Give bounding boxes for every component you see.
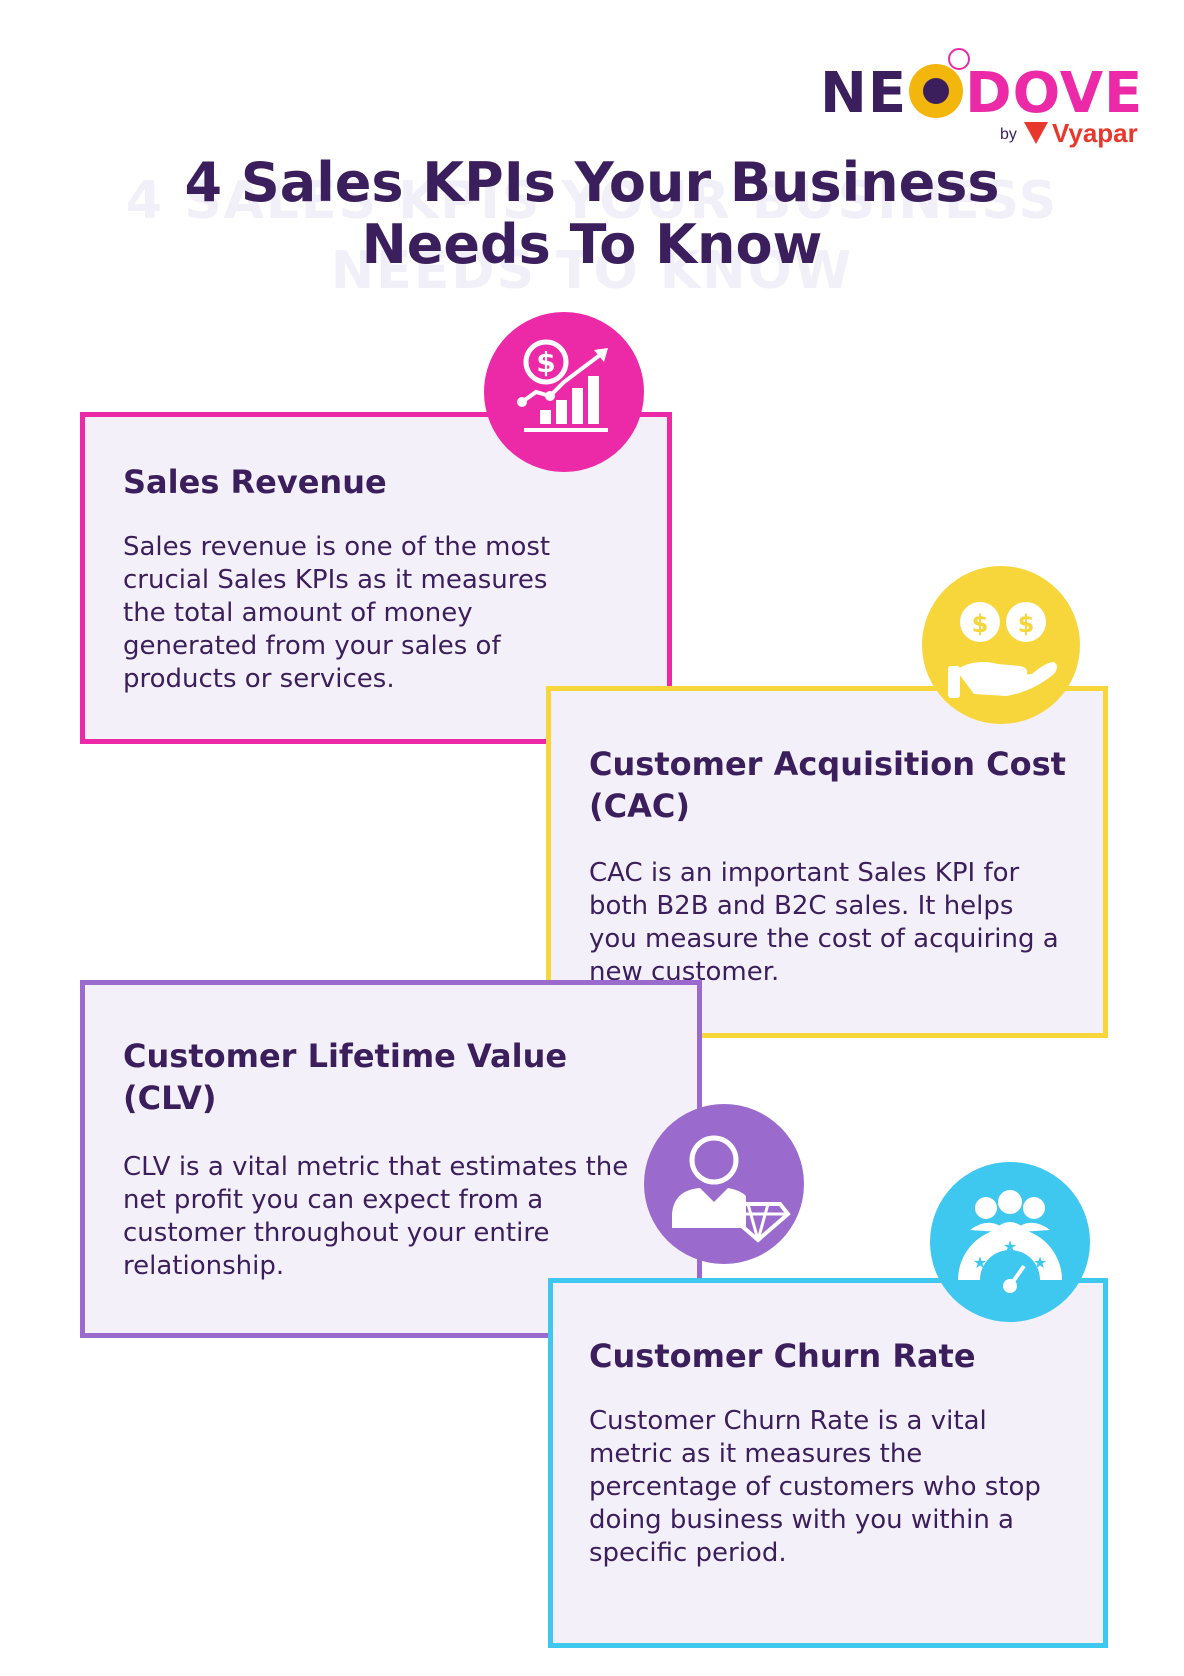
title-watermark: 4 Sales KPIs Your Business Needs To Know — [125, 171, 1059, 301]
coins-in-hand-icon: $ $ — [922, 566, 1080, 724]
svg-text:★: ★ — [1003, 1237, 1017, 1256]
kpi-description: CAC is an important Sales KPI for both B… — [589, 858, 1059, 987]
kpi-title: Customer Acquisition Cost (CAC) — [589, 745, 1066, 825]
kpi-title: Customer Lifetime Value (CLV) — [123, 1037, 568, 1117]
customer-rating-gauge-icon: ★ ★ ★ — [930, 1162, 1090, 1322]
customer-diamond-icon — [644, 1104, 804, 1264]
svg-text:★: ★ — [1033, 1253, 1047, 1272]
svg-text:$: $ — [1018, 610, 1035, 638]
svg-text:★: ★ — [973, 1253, 987, 1272]
kpi-title: Sales Revenue — [123, 463, 387, 501]
kpi-card-customer-churn-rate: Customer Churn Rate Customer Churn Rate … — [548, 1278, 1108, 1648]
page-header: 4 Sales KPIs Your Business Needs To Know… — [0, 152, 1184, 312]
svg-text:$: $ — [536, 346, 555, 379]
logo-spark-icon — [948, 48, 970, 70]
logo-by-text: by — [1000, 126, 1017, 143]
vyapar-wordmark: Vyapar — [1052, 118, 1138, 148]
kpi-description: Sales revenue is one of the most crucial… — [123, 532, 551, 694]
svg-text:$: $ — [972, 610, 989, 638]
kpi-title: Customer Churn Rate — [589, 1337, 976, 1375]
kpi-description: Customer Churn Rate is a vital metric as… — [589, 1406, 1041, 1568]
vyapar-logo-icon — [1024, 122, 1048, 144]
logo-people-icon — [909, 64, 964, 118]
revenue-growth-icon: $ — [484, 312, 644, 472]
kpi-description: CLV is a vital metric that estimates the… — [123, 1152, 629, 1281]
kpi-card-customer-acquisition-cost: Customer Acquisition Cost (CAC) CAC is a… — [546, 686, 1108, 1038]
page-title: 4 Sales KPIs Your Business Needs To Know — [184, 151, 1000, 276]
